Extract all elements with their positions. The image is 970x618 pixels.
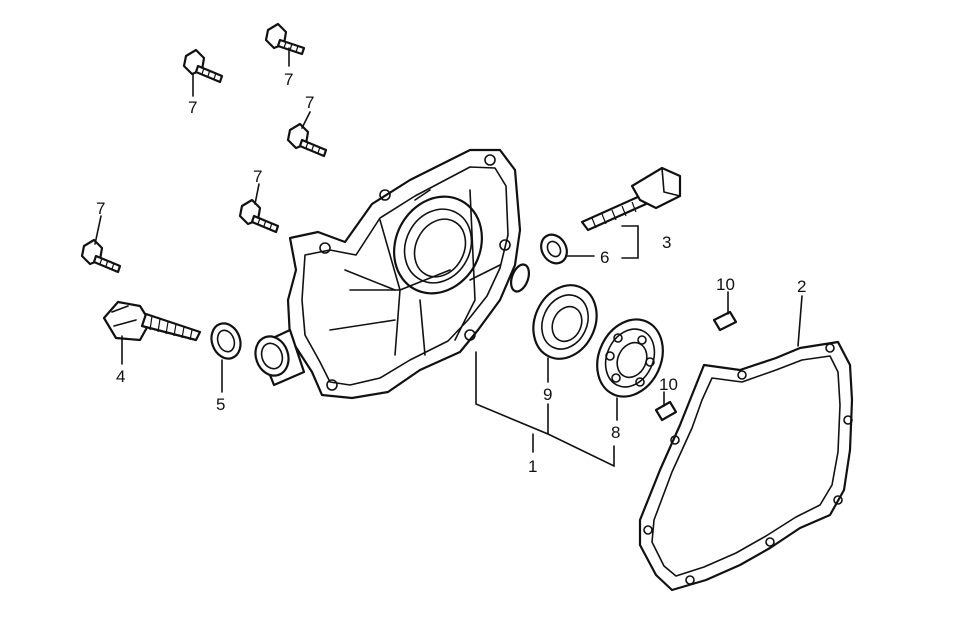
callout-8: 8 [611,423,620,442]
filler-neck [254,328,306,387]
dowel-pin-upper [712,310,738,332]
leader-lines [94,47,803,468]
bolt-d [238,198,280,234]
oil-seal-left [210,322,242,360]
callout-3: 3 [662,233,671,252]
callout-5: 5 [216,395,225,414]
callout-7-c: 7 [305,93,314,112]
small-seal [540,233,568,265]
callout-10-a: 10 [716,275,735,294]
callout-7-a: 7 [188,98,197,117]
oil-dipstick-right [580,166,682,232]
crankcase-cover [286,148,531,400]
callout-7-b: 7 [284,70,293,89]
dowel-pin-lower [654,400,678,422]
callout-6: 6 [600,248,609,267]
callout-7-e: 7 [96,199,105,218]
callout-9: 9 [543,385,552,404]
callout-10-b: 10 [659,375,678,394]
oil-dipstick-left [102,300,202,342]
bolt-c [286,122,328,158]
callout-2: 2 [797,277,806,296]
bolt-e [80,238,122,274]
callout-1: 1 [528,457,537,476]
gasket [638,340,854,592]
callout-7-d: 7 [253,167,262,186]
bolt-b [264,22,306,56]
callout-labels: 1 2 3 4 5 6 7 7 7 7 7 8 9 10 10 [96,70,806,476]
callout-4: 4 [116,367,125,386]
ball-bearing-8 [596,318,664,398]
bolt-a [182,48,224,84]
bearing-9 [532,284,598,360]
